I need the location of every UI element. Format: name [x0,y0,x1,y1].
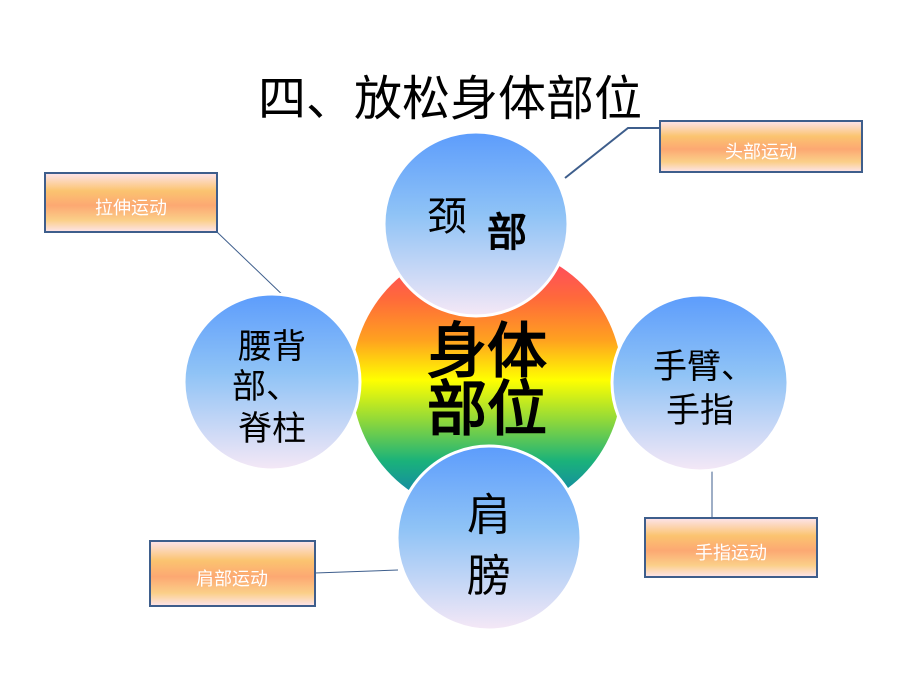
connector-head [564,127,660,179]
node-arm-line1: 手臂、 [653,347,755,387]
connector-stretch [216,231,291,303]
node-back: 腰背 部、 脊柱 [182,292,362,472]
center-line2: 部位 [427,375,547,445]
node-arm: 手臂、 手指 [610,293,790,473]
callout-head: 头部运动 [659,120,863,173]
center-line1: 身体 [427,317,547,387]
callout-shoulder-label: 肩部运动 [196,569,268,590]
node-back-line3: 脊柱 [238,409,306,449]
callout-shoulder: 肩部运动 [149,540,316,607]
node-neck-line2: 部 [487,210,527,256]
node-back-line1: 腰背 [238,327,306,367]
center-circle [352,245,622,515]
node-neck: 颈 部 [382,130,570,318]
node-shoulder-line1: 肩 [467,490,511,541]
node-arm-line2: 手指 [666,391,734,431]
callout-stretch-label: 拉伸运动 [95,198,167,219]
node-shoulder: 肩 膀 [395,444,583,632]
callout-stretch: 拉伸运动 [44,172,218,233]
connector-shoulder [314,569,399,574]
callout-finger-label: 手指运动 [695,543,767,564]
callout-head-label: 头部运动 [725,142,797,163]
callout-finger: 手指运动 [644,517,818,578]
slide-title: 四、放松身体部位 [258,71,642,127]
node-neck-line1: 颈 [427,194,467,240]
node-shoulder-line2: 膀 [467,551,511,602]
node-back-line2: 部、 [232,367,300,407]
